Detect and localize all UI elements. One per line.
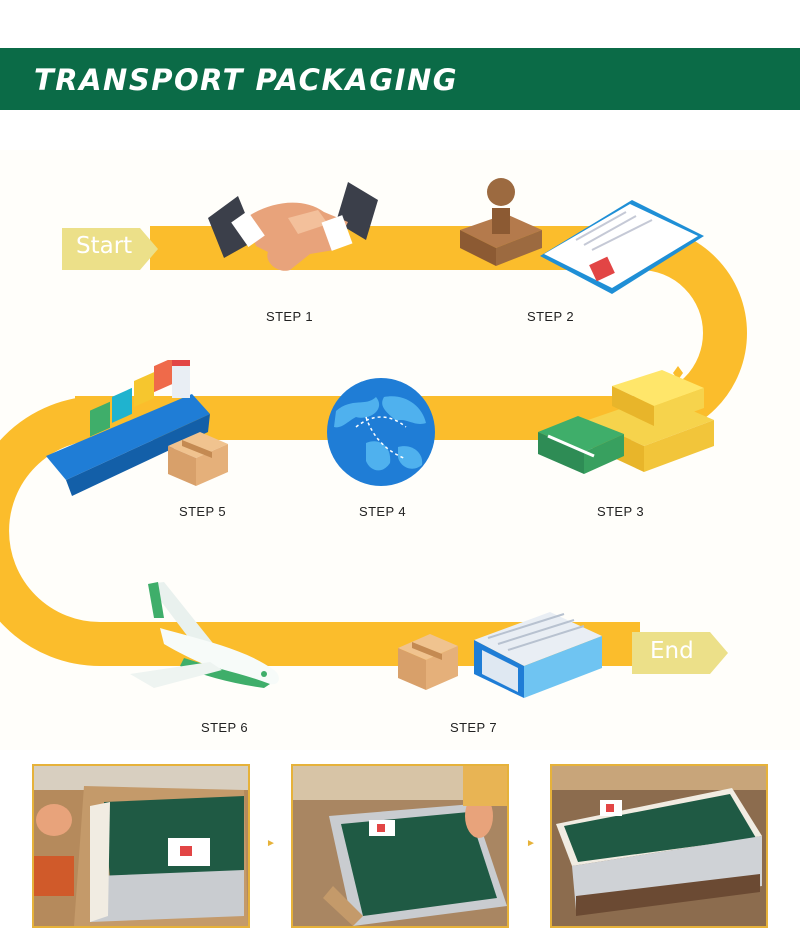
warehouse-icon: [474, 612, 602, 698]
step-label-4: STEP 4: [359, 504, 406, 519]
step-label-2: STEP 2: [527, 309, 574, 324]
globe-icon: [327, 378, 435, 486]
parcel-box-icon: [168, 432, 228, 486]
gold-bars-and-cash-icon: [538, 370, 714, 474]
packing-photo-3: [550, 764, 768, 928]
start-tag: [62, 228, 158, 270]
page-title: TRANSPORT PACKAGING: [34, 63, 459, 97]
airplane-icon: [130, 582, 279, 688]
end-tag: [632, 632, 728, 674]
step-label-1: STEP 1: [266, 309, 313, 324]
photo-arrow-2: ►: [526, 838, 536, 849]
step-label-6: STEP 6: [201, 720, 248, 735]
handshake-icon: [208, 182, 378, 271]
end-label: End: [650, 638, 694, 664]
packing-photo-1: [32, 764, 250, 928]
title-banner: [0, 48, 800, 110]
step-label-7: STEP 7: [450, 720, 497, 735]
step-label-5: STEP 5: [179, 504, 226, 519]
start-label: Start: [76, 233, 133, 259]
parcel-box-icon-2: [398, 634, 458, 690]
step-label-3: STEP 3: [597, 504, 644, 519]
stamp-and-contract-icon: [460, 178, 704, 294]
packing-photo-2: [291, 764, 509, 928]
photo-arrow-1: ►: [266, 838, 276, 849]
container-ship-icon: [46, 360, 210, 496]
